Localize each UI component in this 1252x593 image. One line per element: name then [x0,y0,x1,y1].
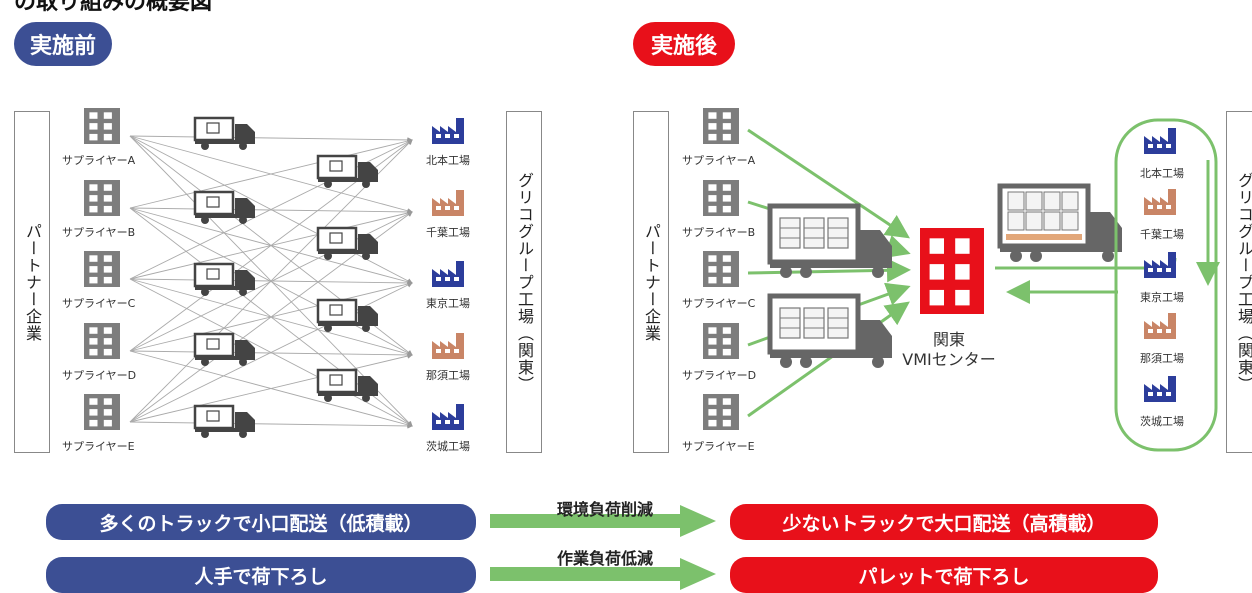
before-partner-box: パートナー企業 [14,111,50,453]
before-supplier-label-e: サプライヤーE [62,440,135,453]
after-supplier-label-d: サプライヤーD [682,369,757,382]
page-heading: の取り組みの概要図 [14,0,213,15]
after-big-truck-icon-2 [767,293,892,368]
vmi-center-line1: 関東 [932,330,965,349]
before-bar-transport: 多くのトラックで小口配送（低積載） [46,504,476,540]
effect-label-environment: 環境負荷削減 [556,500,653,519]
after-factory-group-box: グリコグループ工場（関東） [1226,111,1252,453]
before-supplier-icon-c [84,251,120,287]
after-supplier-label-b: サプライヤーB [682,226,756,239]
after-factory-label-nasu: 那須工場 [1140,352,1184,365]
before-truck-icon-4 [316,226,378,260]
before-factory-label-tokyo: 東京工場 [426,297,470,310]
before-factory-icon-kitamoto [432,118,464,144]
after-supplier-label-c: サプライヤーC [682,297,756,310]
before-factory-label-ibaraki: 茨城工場 [426,440,470,453]
before-truck-icon-6 [316,298,378,332]
after-bar-transport: 少ないトラックで大口配送（高積載） [730,504,1158,540]
before-supplier-label-d: サプライヤーD [62,369,137,382]
before-supplier-label-a: サプライヤーA [62,154,136,167]
after-partner-box: パートナー企業 [633,111,669,453]
before-supplier-icon-a [84,108,120,144]
after-badge: 実施後 [633,22,735,66]
after-supplier-icon-d [703,323,739,359]
vmi-center-line2: VMIセンター [902,350,996,369]
after-factory-icon-tokyo [1144,252,1176,278]
before-truck-icon-1 [193,116,255,150]
before-truck-icon-2 [316,154,378,188]
after-supplier-icon-a [703,108,739,144]
effect-label-workload: 作業負荷低減 [556,549,653,568]
after-supplier-icon-e [703,394,739,430]
before-factory-icon-tokyo [432,261,464,287]
before-factory-icon-ibaraki [432,404,464,430]
after-supplier-label-a: サプライヤーA [682,154,756,167]
before-factory-label-kitamoto: 北本工場 [426,154,470,167]
after-factory-icon-ibaraki [1144,376,1176,402]
after-supplier-icon-b [703,180,739,216]
before-supplier-label-c: サプライヤーC [62,297,136,310]
before-bar-unloading: 人手で荷下ろし [46,557,476,593]
vmi-center-label: 関東 VMIセンター [895,330,1003,370]
after-factory-label-chiba: 千葉工場 [1140,228,1184,241]
before-supplier-label-b: サプライヤーB [62,226,136,239]
vmi-center-icon [920,228,984,314]
after-factory-icon-kitamoto [1144,128,1176,154]
before-factory-icon-nasu [432,333,464,359]
before-supplier-icon-d [84,323,120,359]
before-factory-icon-chiba [432,190,464,216]
after-factory-icon-nasu [1144,313,1176,339]
after-factory-icon-chiba [1144,189,1176,215]
after-supplier-label-e: サプライヤーE [682,440,755,453]
effect-arrows [490,505,716,590]
after-factory-label-kitamoto: 北本工場 [1140,167,1184,180]
after-bar-unloading: パレットで荷下ろし [730,557,1158,593]
after-factory-label-ibaraki: 茨城工場 [1140,415,1184,428]
before-supplier-icon-b [84,180,120,216]
before-factory-label-chiba: 千葉工場 [426,226,470,239]
before-factory-label-nasu: 那須工場 [426,369,470,382]
after-factory-label-tokyo: 東京工場 [1140,291,1184,304]
before-truck-icon-9 [193,404,255,438]
after-pallet-truck-icon [997,183,1122,262]
after-big-truck-icon-1 [767,203,892,278]
before-truck-icon-3 [193,190,255,224]
before-truck-icon-8 [316,368,378,402]
before-truck-icon-7 [193,332,255,366]
after-supplier-icon-c [703,251,739,287]
before-supplier-icon-e [84,394,120,430]
before-factory-group-box: グリコグループ工場（関東） [506,111,542,453]
before-truck-icon-5 [193,262,255,296]
before-badge: 実施前 [14,22,112,66]
